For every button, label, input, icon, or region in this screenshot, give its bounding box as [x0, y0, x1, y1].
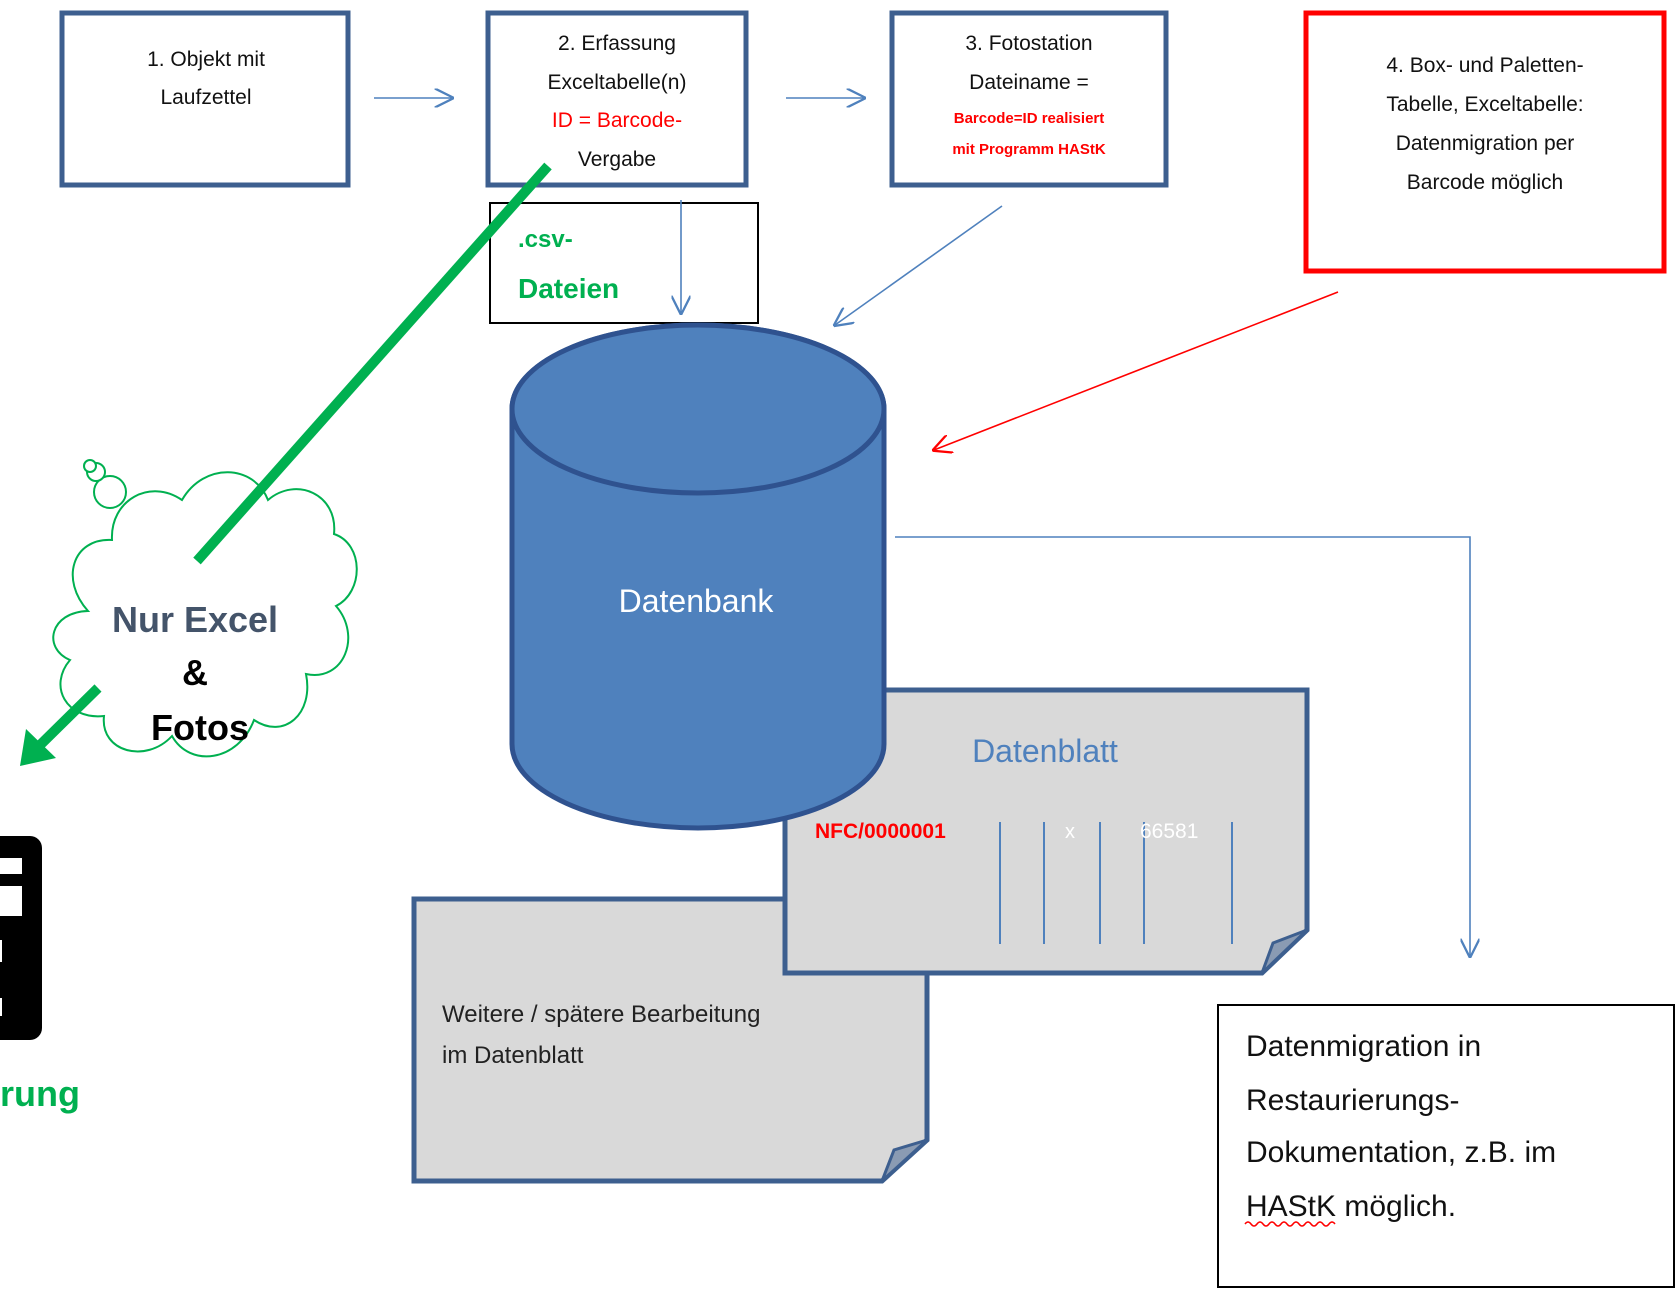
note-line2: im Datenblatt	[442, 1042, 584, 1069]
datasheet-number: 66581	[1140, 820, 1198, 843]
step1-box	[59, 10, 351, 188]
datasheet-id: NFC/0000001	[815, 820, 946, 843]
arrow-db-migration	[895, 536, 1470, 956]
step2-box	[485, 10, 749, 188]
migration-line3: Dokumentation, z.B. im	[1246, 1136, 1556, 1169]
csv-box	[489, 202, 759, 324]
green-connector-line	[193, 162, 552, 565]
green-arrow-line	[30, 684, 102, 755]
datasheet-fold	[1260, 928, 1309, 975]
step4-line4: Barcode möglich	[1407, 171, 1563, 194]
arrow-step3-db	[835, 205, 1003, 325]
database-cylinder-top	[509, 322, 887, 496]
cloud-line1: Nur Excel	[112, 599, 278, 640]
arrow-step4-db	[934, 291, 1339, 450]
cloud-line2: &	[182, 652, 208, 693]
step4-line2: Tabelle, Exceltabelle:	[1386, 93, 1583, 116]
cutoff-label: rung	[0, 1073, 80, 1114]
csv-line2: Dateien	[518, 273, 619, 304]
thought-bubble	[83, 459, 97, 473]
step2-line1: 2. Erfassung	[558, 32, 676, 55]
thought-bubble	[93, 475, 127, 509]
migration-box	[1217, 1004, 1675, 1288]
migration-line2: Restaurierungs-	[1246, 1084, 1459, 1117]
step2-line2: Exceltabelle(n)	[548, 71, 687, 94]
step3-box	[889, 10, 1169, 188]
step3-line2: Dateiname =	[969, 71, 1089, 94]
step4-box	[1303, 10, 1667, 274]
step4-line1: 4. Box- und Paletten-	[1386, 54, 1583, 77]
step2-id-line: ID = Barcode-	[552, 109, 682, 132]
step2-line4: Vergabe	[578, 148, 656, 171]
green-arrow-head	[20, 729, 56, 766]
cloud-line3: Fotos	[151, 707, 249, 748]
step3-line1: 3. Fotostation	[965, 32, 1092, 55]
device-icon	[0, 836, 42, 1040]
spellcheck-underline	[1244, 1221, 1336, 1227]
csv-line1: .csv-	[518, 226, 573, 253]
migration-line4: HAStK möglich.	[1246, 1190, 1456, 1223]
step4-line3: Datenmigration per	[1396, 132, 1575, 155]
note-line1: Weitere / spätere Bearbeitung	[442, 1001, 760, 1028]
step1-line2: Laufzettel	[160, 86, 251, 109]
database-label: Datenbank	[619, 583, 775, 619]
migration-line1: Datenmigration in	[1246, 1030, 1481, 1063]
thought-cloud	[52, 471, 358, 758]
step3-barcode-line: Barcode=ID realisiert	[954, 110, 1105, 127]
note-sheet-fold	[880, 1138, 929, 1183]
step3-program-line: mit Programm HAStK	[952, 141, 1106, 158]
step1-line1: 1. Objekt mit	[147, 48, 265, 71]
datasheet-x: x	[1065, 821, 1075, 843]
datasheet-title: Datenblatt	[972, 733, 1118, 769]
